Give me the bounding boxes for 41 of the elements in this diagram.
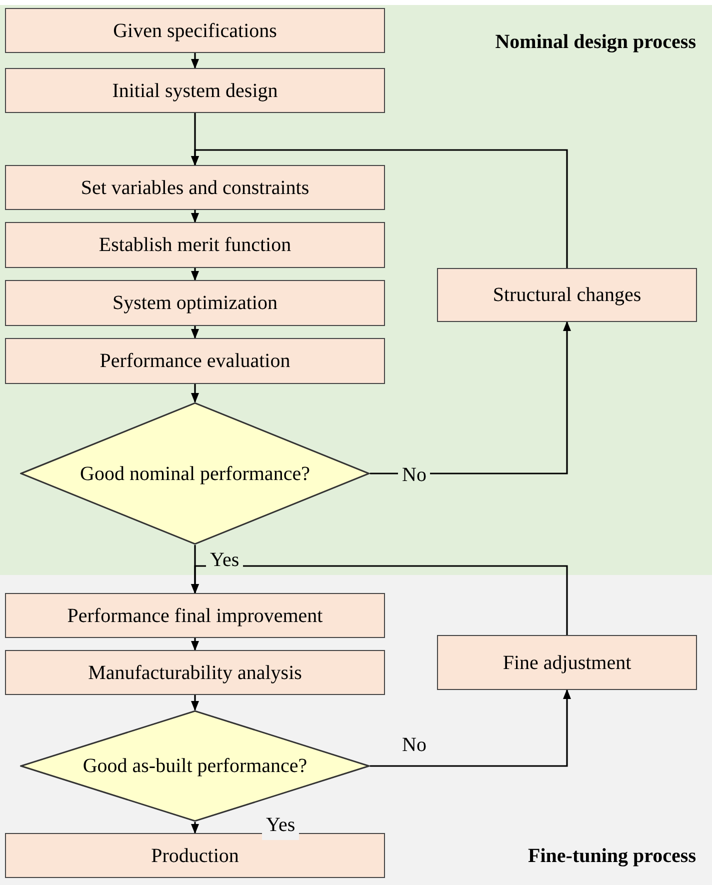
process-box <box>5 833 385 878</box>
section-band <box>0 5 712 575</box>
process-box <box>5 8 385 53</box>
decision-diamond <box>20 402 370 545</box>
node-text: Fine-tuning process <box>528 845 696 867</box>
process-box <box>437 635 697 690</box>
process-box <box>5 280 385 326</box>
process-box <box>5 165 385 210</box>
process-box <box>5 68 385 113</box>
node-text: Performance final improvement <box>67 604 323 628</box>
node-text: Given specifications <box>113 18 277 44</box>
process-box <box>437 268 697 322</box>
node-text: Structural changes <box>492 283 642 308</box>
arrow <box>191 638 199 651</box>
arrow <box>191 384 199 403</box>
arrow <box>191 822 199 834</box>
process-box <box>5 650 385 695</box>
node-text: Fine adjustment <box>502 650 632 676</box>
arrow <box>370 321 571 474</box>
section-band <box>0 575 712 885</box>
process-box <box>5 593 385 638</box>
node-text: Manufacturability analysis <box>88 660 302 686</box>
arrow <box>370 689 571 767</box>
node-text: Good nominal performance? <box>80 462 310 484</box>
node-text: Nominal design process <box>495 31 696 53</box>
arrow <box>191 326 199 339</box>
arrow <box>191 565 568 635</box>
process-box <box>5 222 385 268</box>
arrow <box>191 268 199 281</box>
arrow <box>191 53 199 69</box>
node-text: Performance evaluation <box>100 349 290 374</box>
arrow <box>191 210 199 223</box>
node-text: Set variables and constraints <box>80 176 310 200</box>
node-text: Initial system design <box>112 78 278 104</box>
node-text: System optimization <box>112 291 278 316</box>
node-text: Establish merit function <box>98 233 292 258</box>
arrow <box>191 695 199 711</box>
node-text: Production <box>151 844 239 868</box>
arrow <box>191 149 568 268</box>
node-text: Good as-built performance? <box>82 755 308 777</box>
process-box <box>5 338 385 384</box>
